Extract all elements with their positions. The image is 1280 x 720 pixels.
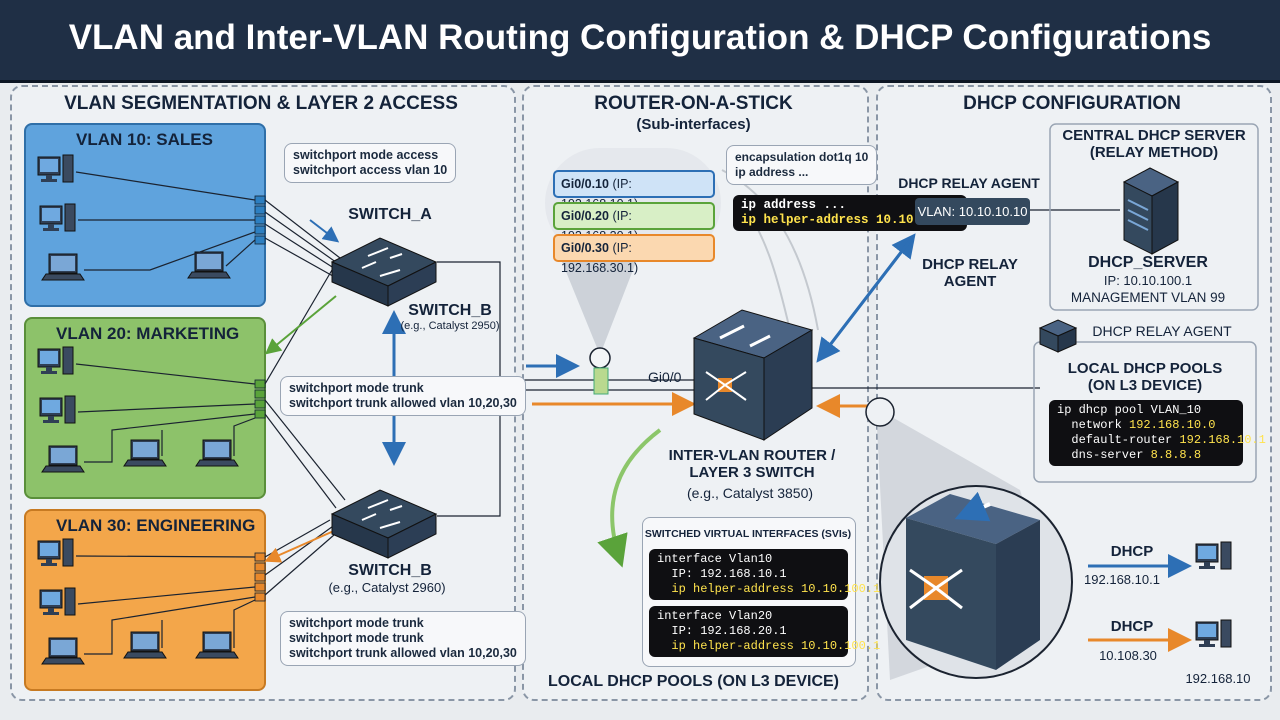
relay-top-label: DHCP RELAY AGENT [898, 175, 1040, 191]
relay-vlan-box: VLAN: 10.10.10.10 [915, 198, 1030, 225]
pc-right-2 [1195, 619, 1232, 648]
zoom-router-icon [906, 491, 1040, 670]
dhcp-panel-title: DHCP CONFIGURATION [963, 93, 1181, 114]
vlan10-devices [37, 154, 231, 281]
switch-b-label: SWITCH_B [348, 562, 432, 579]
dhcp-label-2: DHCP [1110, 618, 1154, 635]
dhcp-ip-2: 10.108.30 [1099, 648, 1157, 663]
relay-small-label: DHCP RELAY AGENT [1092, 323, 1232, 339]
svi-vlan10-code: interface Vlan10 IP: 192.168.10.1 ip hel… [649, 549, 880, 600]
title-bar: VLAN and Inter-VLAN Routing Configuratio… [0, 0, 1280, 83]
router-icon [692, 309, 814, 441]
vlan20-title: VLAN 20: MARKETING [56, 324, 240, 343]
server-name: DHCP_SERVER [1088, 254, 1208, 271]
server-icon [1122, 167, 1180, 255]
local-dhcp-footer: LOCAL DHCP POOLS (ON L3 DEVICE) [548, 673, 839, 690]
vlan-panel-title: VLAN SEGMENTATION & LAYER 2 ACCESS [64, 93, 458, 114]
switch-a-icon [330, 237, 438, 307]
local-pools-title: LOCAL DHCP POOLS (ON L3 DEVICE) [1067, 360, 1223, 394]
page-title: VLAN and Inter-VLAN Routing Configuratio… [68, 18, 1212, 57]
switch-b-model: (e.g., Catalyst 2960) [328, 580, 446, 595]
subif-gi0-0-30: Gi0/0.30 (IP: 192.168.30.1) [553, 234, 715, 275]
vlan10-title: VLAN 10: SALES [76, 130, 213, 149]
router-panel-title: ROUTER-ON-A-STICK [594, 93, 793, 114]
svi-title: SWITCHED VIRTUAL INTERFACES (SVIs) [644, 528, 852, 540]
relay-mid-label: DHCP RELAY AGENT [922, 256, 1018, 290]
switch-b-mid-model: (e.g., Catalyst 2950) [400, 320, 500, 332]
port-label: Gi0/0 [648, 369, 682, 385]
dhcp-ip-1: 192.168.10.1 [1084, 572, 1160, 587]
router-label: INTER-VLAN ROUTER / LAYER 3 SWITCH [668, 447, 836, 481]
vlan30-title: VLAN 30: ENGINEERING [56, 516, 256, 535]
switch-a-label: SWITCH_A [348, 206, 432, 223]
dhcp-label-1: DHCP [1110, 543, 1154, 560]
switch-b-mid-label: SWITCH_B [408, 302, 492, 319]
subif-gi0-0-10: Gi0/0.10 (IP: 192.168.10.1) [553, 170, 715, 211]
pc-ip-label: 192.168.10 [1185, 671, 1251, 686]
router-panel-subtitle: (Sub-interfaces) [636, 116, 751, 133]
dhcp-pool-code: ip dhcp pool VLAN_10 network 192.168.10.… [1049, 400, 1266, 466]
subif-gi0-0-20: Gi0/0.20 (IP: 192.168.20.1) [553, 202, 715, 243]
server-title: CENTRAL DHCP SERVER (RELAY METHOD) [1062, 127, 1246, 161]
server-vlan: MANAGEMENT VLAN 99 [1070, 290, 1226, 305]
small-switch-icon [1038, 319, 1078, 353]
switch-b-icon [330, 489, 438, 559]
pc-right-1 [1195, 541, 1232, 570]
router-model: (e.g., Catalyst 3850) [686, 485, 814, 501]
server-ip: IP: 10.10.100.1 [1103, 273, 1193, 288]
vlan30-devices [37, 538, 239, 665]
svi-vlan20-code: interface Vlan20 IP: 192.168.20.1 ip hel… [649, 606, 880, 657]
